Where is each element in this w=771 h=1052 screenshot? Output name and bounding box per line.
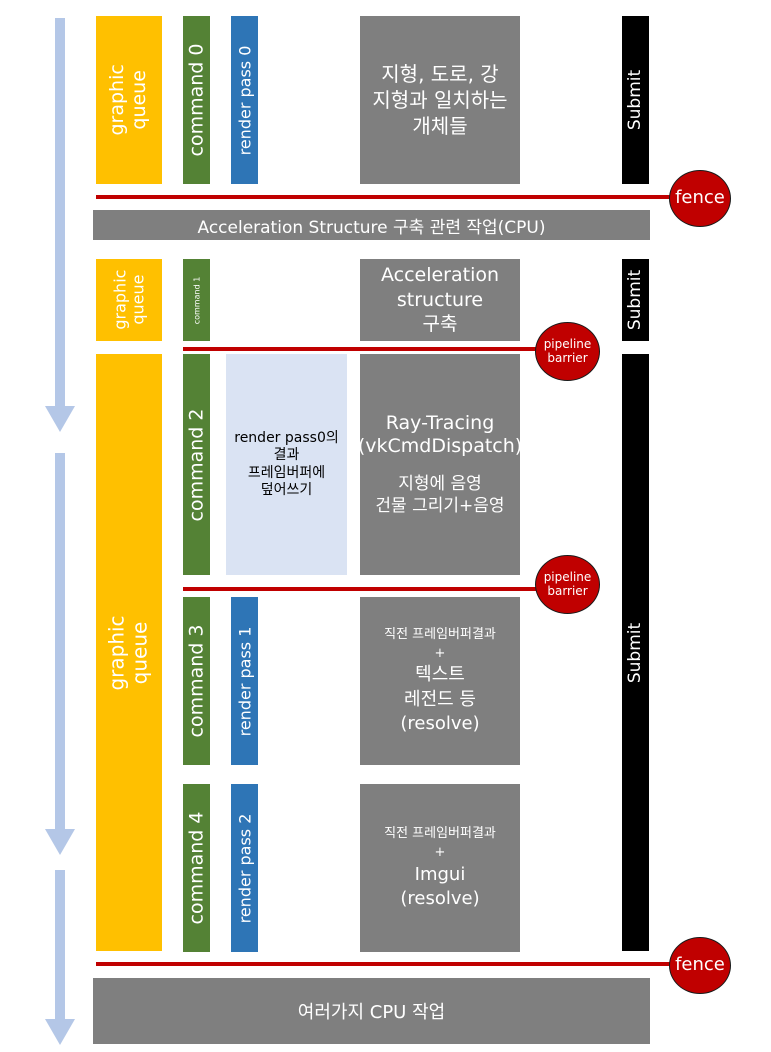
pipeline-barrier-1: pipeline barrier [535,322,600,381]
render-pass-1-label: render pass 1 [235,626,254,736]
text-legend-main: 텍스트 레전드 등 (resolve) [400,664,480,734]
cpu-accel-bar: Acceleration Structure 구축 관련 작업(CPU) [93,210,650,240]
barrier-line-2 [183,587,541,591]
graphic-queue-3-label: graphic queue [105,614,153,691]
text-legend-prefix: 직전 프레임버퍼결과 + [384,626,496,661]
graphic-queue-3: graphic queue [96,354,162,951]
cpu-accel-bar-label: Acceleration Structure 구축 관련 작업(CPU) [197,217,546,238]
imgui-prefix: 직전 프레임버퍼결과 + [384,825,496,860]
cpu-misc-bar-label: 여러가지 CPU 작업 [297,1002,446,1023]
render-pass-0: render pass 0 [231,16,258,184]
fence-top-label: fence [675,187,725,209]
work-box-accel: Acceleration structure 구축 [360,259,520,341]
command-2: command 2 [183,354,210,575]
fence-line-bottom [96,962,676,966]
raytracing-title: Ray-Tracing (vkCmdDispatch) [357,411,523,458]
command-3: command 3 [183,597,210,765]
pipeline-barrier-2: pipeline barrier [535,555,600,614]
command-3-label: command 3 [185,624,208,738]
command-4: command 4 [183,784,210,952]
timeline-arrow-3 [45,870,75,1045]
submit-2-label: Submit [625,269,646,331]
render-pass-2-label: render pass 2 [235,813,254,923]
graphic-queue-1: graphic queue [96,16,162,184]
fence-top: fence [669,170,731,227]
timeline-arrow-1 [45,18,75,432]
raytracing-body: 지형에 음영 건물 그리기+음영 [375,474,505,517]
submit-3-label: Submit [625,622,646,683]
fence-line-top [96,195,676,199]
render-pass-1: render pass 1 [231,597,258,765]
command-2-label: command 2 [185,408,208,521]
graphic-queue-2-label: graphic queue [110,269,147,331]
work-box-terrain: 지형, 도로, 강 지형과 일치하는 개체들 [360,16,520,184]
submit-2: Submit [622,259,649,341]
command-0: command 0 [183,16,210,184]
command-1: command 1 [183,259,210,341]
fence-bottom-label: fence [675,954,725,976]
pipeline-barrier-1-label: pipeline barrier [543,336,592,365]
render-pass-2: render pass 2 [231,784,258,952]
submit-3: Submit [622,354,649,951]
graphic-queue-2: graphic queue [96,259,162,341]
submit-1-label: Submit [625,69,646,131]
command-0-label: command 0 [185,43,208,157]
timeline-arrow-2 [45,453,75,855]
overwrite-note: render pass0의 결과 프레임버퍼에 덮어쓰기 [226,354,347,575]
command-1-label: command 1 [192,276,201,324]
fence-bottom: fence [669,937,731,994]
cpu-misc-bar: 여러가지 CPU 작업 [93,978,650,1044]
pipeline-barrier-2-label: pipeline barrier [543,569,592,598]
graphic-queue-1-label: graphic queue [106,64,150,136]
command-4-label: command 4 [185,811,208,925]
work-box-text-legend: 직전 프레임버퍼결과 + 텍스트 레전드 등 (resolve) [360,597,520,765]
work-box-raytracing: Ray-Tracing (vkCmdDispatch) 지형에 음영 건물 그리… [357,354,523,575]
barrier-line-1 [183,347,541,351]
work-box-imgui: 직전 프레임버퍼결과 + Imgui (resolve) [360,784,520,952]
imgui-main: Imgui (resolve) [400,863,480,909]
submit-1: Submit [622,16,649,184]
render-pass-0-label: render pass 0 [235,45,254,155]
